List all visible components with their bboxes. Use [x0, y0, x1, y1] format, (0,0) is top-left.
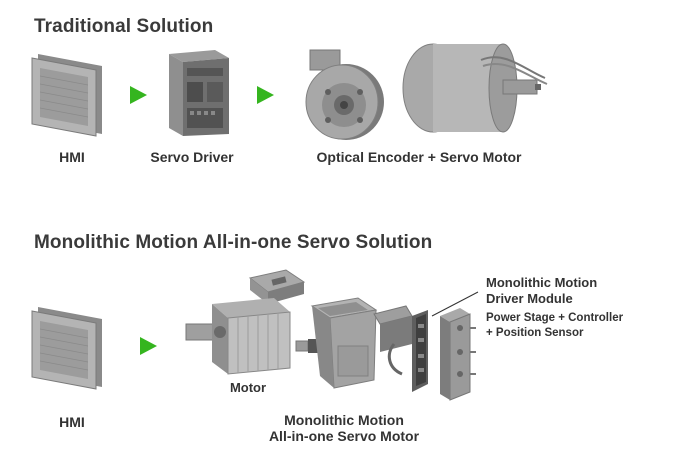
- coupling-image: [295, 339, 318, 353]
- motor-image: [185, 298, 291, 375]
- hmi-panel-image: [31, 54, 102, 137]
- housing-image: [310, 297, 378, 389]
- encoder-motor-label: Optical Encoder + Servo Motor: [316, 149, 522, 165]
- callout-line: [431, 291, 479, 317]
- all-in-one-label-line1: Monolithic Motion: [284, 412, 404, 428]
- motor-label: Motor: [229, 380, 267, 395]
- servo-driver-image: [169, 50, 229, 136]
- monolithic-title: Monolithic Motion All-in-one Servo Solut…: [34, 232, 433, 253]
- arrow-right-icon: [257, 86, 274, 104]
- driver-module-title-line1: Monolithic Motion: [486, 275, 598, 290]
- traditional-title: Traditional Solution: [34, 16, 214, 37]
- arrow-right-icon: [140, 337, 157, 355]
- end-cap-image: [440, 308, 476, 401]
- hmi-label: HMI: [59, 414, 85, 430]
- driver-module-title-line2: Driver Module: [486, 291, 573, 306]
- optical-encoder-image: [305, 49, 384, 140]
- servo-driver-label: Servo Driver: [150, 149, 234, 165]
- driver-module-desc-line2: + Position Sensor: [486, 327, 584, 339]
- driver-board-image: [373, 305, 428, 392]
- driver-module-desc-line1: Power Stage + Controller: [486, 312, 624, 324]
- mounting-bracket-image: [248, 269, 306, 304]
- hmi-label: HMI: [59, 149, 85, 165]
- servo-motor-image: [402, 43, 548, 133]
- arrow-right-icon: [130, 86, 147, 104]
- all-in-one-label-line2: All-in-one Servo Motor: [268, 428, 420, 444]
- hmi-panel-image: [31, 307, 102, 390]
